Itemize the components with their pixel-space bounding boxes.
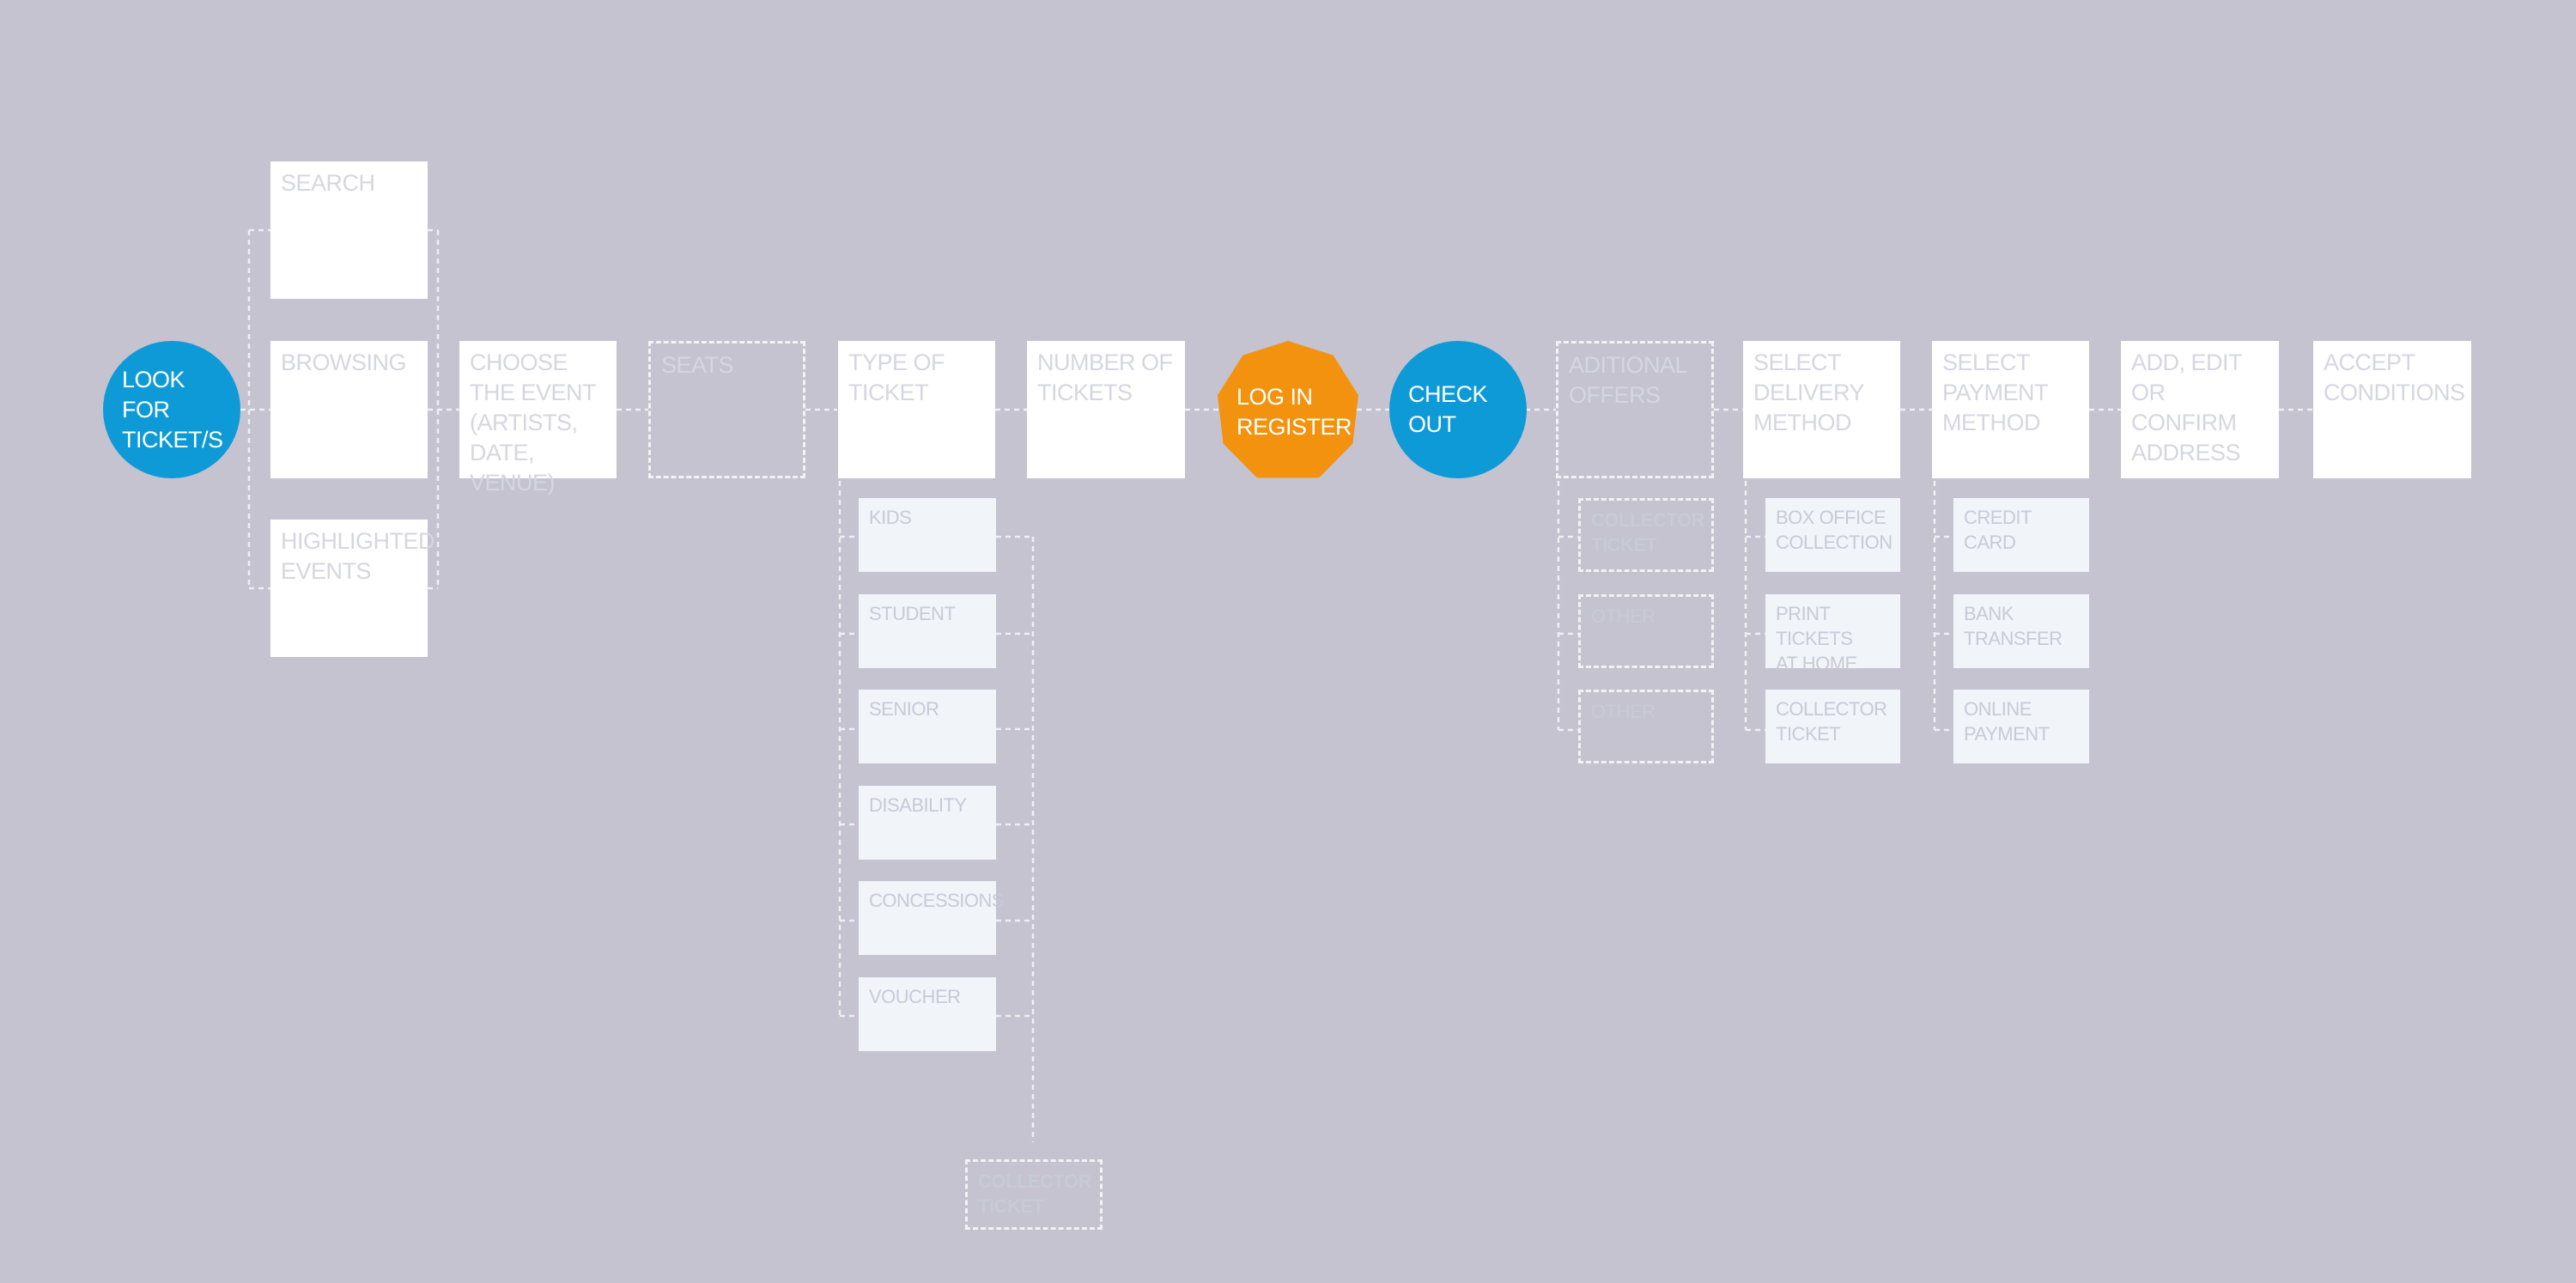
aditional-offers-box[interactable]: ADITIONAL OFFERS: [1556, 341, 1714, 478]
seats-box[interactable]: SEATS: [648, 341, 805, 478]
seats-label: SEATS: [661, 352, 734, 378]
check-out-node[interactable]: CHECK OUT: [1389, 341, 1527, 478]
delivery-label: COLLECTOR TICKET: [1776, 698, 1887, 745]
payment-bank-transfer[interactable]: BANK TRANSFER: [1953, 594, 2089, 668]
payment-online[interactable]: ONLINE PAYMENT: [1953, 690, 2089, 763]
search-box[interactable]: SEARCH: [270, 161, 428, 299]
ticket-type-voucher[interactable]: VOUCHER: [859, 977, 996, 1051]
delivery-label: PRINT TICKETS AT HOME: [1776, 603, 1857, 674]
ticket-collector-label: COLLECTOR TICKET: [978, 1171, 1091, 1217]
ticket-type-label: STUDENT: [869, 603, 956, 624]
offer-label: OTHER: [1591, 701, 1656, 722]
delivery-label: BOX OFFICE COLLECTION: [1776, 507, 1893, 553]
delivery-box-office[interactable]: BOX OFFICE COLLECTION: [1765, 498, 1900, 572]
payment-credit-card[interactable]: CREDIT CARD: [1953, 498, 2089, 572]
offer-label: OTHER: [1591, 605, 1656, 627]
choose-event-box[interactable]: CHOOSE THE EVENT (ARTISTS, DATE, VENUE): [459, 341, 617, 496]
offer-collector-ticket[interactable]: COLLECTOR TICKET: [1578, 498, 1714, 572]
ticket-type-label: KIDS: [869, 507, 912, 528]
ticket-type-label: CONCESSIONS: [869, 890, 1005, 911]
check-out-label: CHECK OUT: [1408, 381, 1488, 437]
ticket-collector-box[interactable]: COLLECTOR TICKET: [965, 1159, 1103, 1230]
log-in-register-node[interactable]: LOG IN REGISTER: [1218, 341, 1358, 478]
offer-other[interactable]: OTHER: [1578, 594, 1714, 668]
type-of-ticket-label: TYPE OF TICKET: [848, 350, 945, 405]
choose-event-label: CHOOSE THE EVENT (ARTISTS, DATE, VENUE): [470, 350, 597, 496]
aditional-offers-label: ADITIONAL OFFERS: [1569, 352, 1688, 408]
select-payment-box[interactable]: SELECT PAYMENT METHOD: [1932, 341, 2089, 478]
delivery-collector-ticket[interactable]: COLLECTOR TICKET: [1765, 690, 1900, 763]
ticket-type-label: VOUCHER: [869, 986, 961, 1007]
log-in-register-label: LOG IN REGISTER: [1236, 384, 1352, 440]
search-label: SEARCH: [281, 170, 375, 196]
number-of-tickets-label: NUMBER OF TICKETS: [1037, 350, 1173, 405]
look-for-tickets-label: LOOK FOR TICKET/S: [122, 366, 223, 453]
accept-conditions-label: ACCEPT CONDITIONS: [2324, 350, 2465, 405]
highlighted-events-box[interactable]: HIGHLIGHTED EVENTS: [270, 520, 435, 657]
highlighted-events-label: HIGHLIGHTED EVENTS: [281, 528, 435, 584]
browsing-box[interactable]: BROWSING: [270, 341, 428, 478]
delivery-print-at-home[interactable]: PRINT TICKETS AT HOME: [1765, 594, 1900, 674]
ticket-type-concessions[interactable]: CONCESSIONS: [859, 881, 1005, 955]
accept-conditions-box[interactable]: ACCEPT CONDITIONS: [2313, 341, 2471, 478]
look-for-tickets-start[interactable]: LOOK FOR TICKET/S: [103, 341, 240, 478]
payment-label: CREDIT CARD: [1964, 507, 2032, 553]
ticket-type-label: SENIOR: [869, 698, 939, 720]
ticket-type-label: DISABILITY: [869, 794, 967, 816]
ticket-type-disability[interactable]: DISABILITY: [859, 786, 996, 860]
offer-label: COLLECTOR TICKET: [1591, 509, 1704, 556]
ticket-type-student[interactable]: STUDENT: [859, 594, 996, 668]
ticket-type-senior[interactable]: SENIOR: [859, 690, 996, 763]
address-label: ADD, EDIT OR CONFIRM ADDRESS: [2131, 350, 2243, 465]
browsing-label: BROWSING: [281, 350, 407, 375]
select-delivery-label: SELECT DELIVERY METHOD: [1753, 350, 1865, 435]
select-payment-label: SELECT PAYMENT METHOD: [1942, 350, 2049, 435]
select-delivery-box[interactable]: SELECT DELIVERY METHOD: [1743, 341, 1900, 478]
number-of-tickets-box[interactable]: NUMBER OF TICKETS: [1027, 341, 1185, 478]
offer-other[interactable]: OTHER: [1578, 690, 1714, 763]
payment-label: ONLINE PAYMENT: [1964, 698, 2050, 745]
type-of-ticket-box[interactable]: TYPE OF TICKET: [838, 341, 995, 478]
ticket-type-kids[interactable]: KIDS: [859, 498, 996, 572]
payment-label: BANK TRANSFER: [1964, 603, 2063, 649]
address-box[interactable]: ADD, EDIT OR CONFIRM ADDRESS: [2121, 341, 2279, 478]
